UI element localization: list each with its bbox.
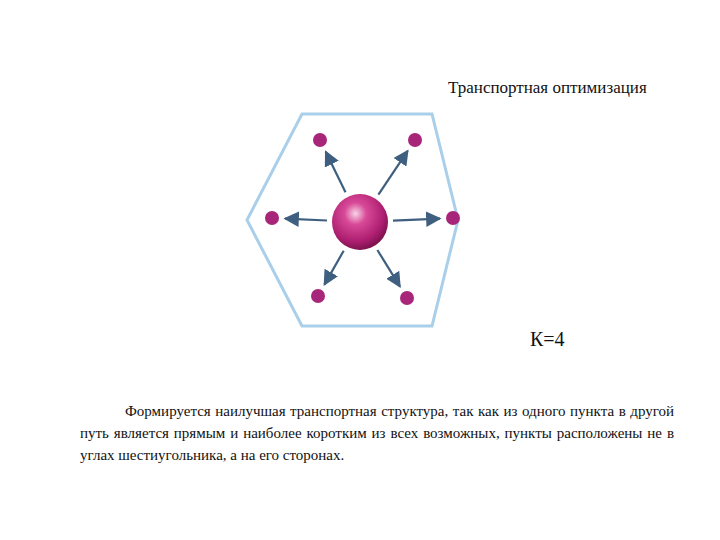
hexagon-outline: [247, 114, 458, 326]
point-dot: [446, 211, 460, 225]
center-sphere: [332, 194, 388, 250]
arrow: [285, 219, 327, 221]
dots: [265, 133, 460, 305]
arrow: [377, 250, 400, 287]
arrow: [393, 219, 440, 221]
description-note: Формируется наилучшая транспортная струк…: [80, 400, 674, 466]
point-dot: [313, 133, 327, 147]
point-dot: [265, 211, 279, 225]
point-dot: [400, 291, 414, 305]
k-value: К=4: [530, 328, 565, 351]
point-dot: [311, 289, 325, 303]
arrow: [326, 152, 346, 193]
arrow: [378, 151, 407, 195]
arrows: [285, 151, 440, 287]
title: Транспортная оптимизация: [448, 78, 647, 98]
point-dot: [408, 133, 422, 147]
arrow: [324, 251, 343, 285]
